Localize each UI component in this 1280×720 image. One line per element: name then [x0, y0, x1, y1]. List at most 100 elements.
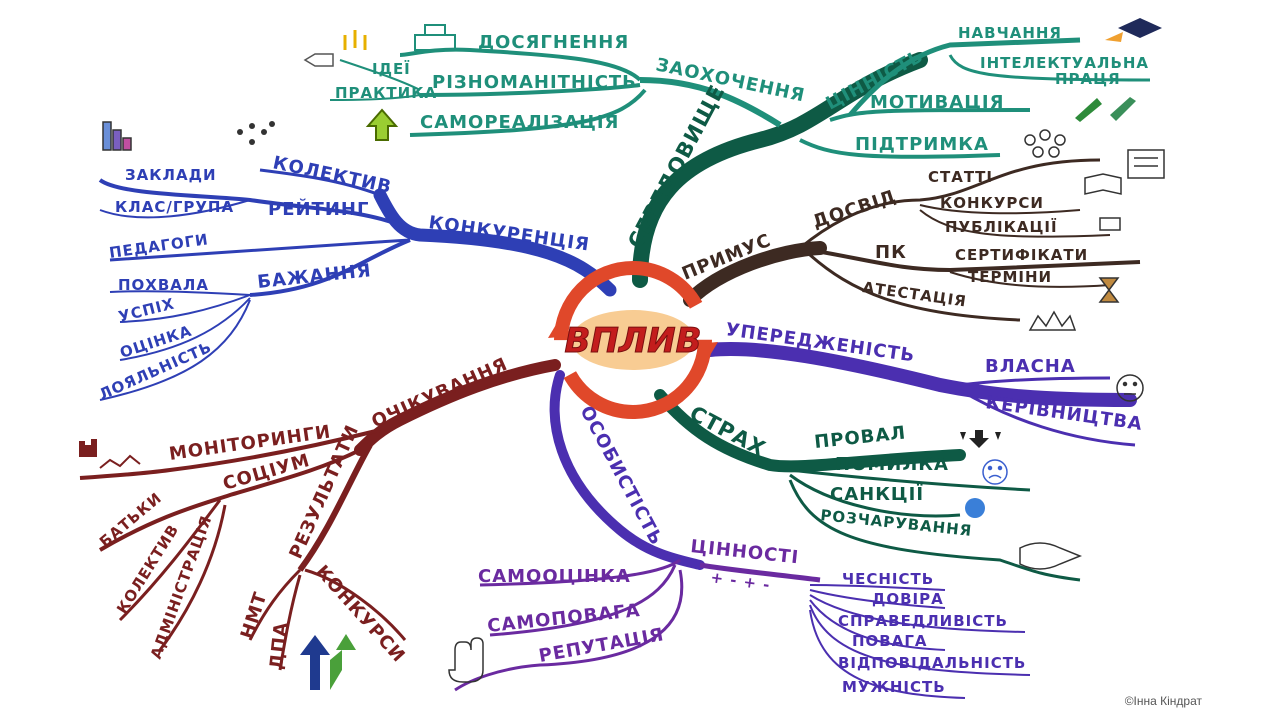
- label-zaklady: ЗАКЛАДИ: [125, 166, 217, 184]
- branch-tsinnosti-line: [699, 562, 821, 583]
- lightbulb-icon: [343, 30, 367, 50]
- label-povaha: ПОВАГА: [852, 632, 928, 650]
- label-pidtrymka: ПІДТРИМКА: [855, 134, 989, 155]
- branch-values-1: [809, 584, 946, 591]
- label-riznomanitnist: РІЗНОМАНІТНІСТЬ: [432, 72, 637, 93]
- branch-praktyka-line: [329, 94, 421, 101]
- branch-values-5: [809, 604, 1031, 676]
- label-publikatsii: ПУБЛІКАЦІЇ: [945, 217, 1058, 236]
- label-motyvatsiia: МОТИВАЦІЯ: [870, 92, 1004, 113]
- branch-values-4: [809, 599, 946, 651]
- label-proval: ПРОВАЛ: [813, 422, 907, 453]
- branch-bazhannia-line: [249, 238, 411, 297]
- branch-motyvatsiia-line: [829, 108, 1031, 122]
- branch-values-2: [809, 589, 946, 609]
- branch-tsinnist-prats-line: [948, 54, 1151, 82]
- label-vidpovidalnist: ВІДПОВІДАЛЬНІСТЬ: [838, 654, 1026, 672]
- branch-dosyahnennia-line: [399, 47, 642, 82]
- branch-pk-line: [809, 248, 1141, 273]
- carrot-icon: [1075, 97, 1136, 122]
- branch-kolektyv-line: [259, 168, 381, 197]
- graduation-cap-icon: [1105, 18, 1162, 42]
- book-icon: [1084, 173, 1122, 195]
- label-seredovyshche: СЕРЕДОВИЩЕ: [623, 81, 730, 253]
- label-bazhannia: БАЖАННЯ: [256, 260, 372, 293]
- label-sertyfikaty: СЕРТИФІКАТИ: [955, 246, 1088, 264]
- label-pomylka: ПОМИЛКА: [835, 454, 949, 475]
- branch-otsinka-line: [119, 297, 251, 361]
- branch-sotsium-line: [98, 448, 361, 552]
- label-dosyahnennia: ДОСЯГНЕННЯ: [478, 32, 629, 53]
- label-vlasna: ВЛАСНА: [985, 356, 1076, 377]
- label-samootsinka: САМООЦІНКА: [478, 566, 631, 587]
- branch-ochikuvannia: [354, 359, 561, 456]
- copyright-text: ©Інна Кіндрат: [1124, 694, 1202, 708]
- label-statti: СТАТТІ: [928, 168, 993, 186]
- label-klas-hrupa: КЛАС/ГРУПА: [115, 198, 234, 216]
- crown-icon: [1028, 310, 1077, 331]
- copyright-circle-icon: [965, 498, 985, 518]
- label-uspikh: УСПІХ: [117, 295, 177, 326]
- down-arrows-icon: [960, 430, 1001, 448]
- hand-gesture-icon: [448, 637, 484, 683]
- branch-konkursy2-line: [304, 568, 407, 641]
- up-arrow-icon: [365, 108, 399, 141]
- branch-rozcharuvannia-line: [788, 479, 1081, 582]
- branch-loialnist-line: [99, 299, 251, 401]
- branch-seredovyshche: [632, 52, 928, 288]
- branch-vlasna-line: [959, 376, 1111, 387]
- label-pratsia: ПРАЦЯ: [1055, 70, 1121, 88]
- branch-samootsinka-line: [479, 558, 681, 587]
- branch-tsinnist-line: [848, 37, 1081, 117]
- branch-monitorynhy-line: [79, 428, 381, 480]
- branch-riznomanitnist-line: [419, 83, 641, 97]
- branch-zaokhochennia-line: [639, 77, 782, 128]
- pie-chart-icon: [79, 439, 141, 469]
- document-icon: [1127, 149, 1165, 179]
- group-icon: [1024, 129, 1066, 158]
- branch-dpa-line: [278, 574, 302, 671]
- branch-publikatsii-line: [919, 209, 1111, 238]
- center-node: ВПЛИВ: [548, 261, 718, 419]
- branch-terminy-line: [949, 271, 1111, 288]
- hourglass-icon: [1098, 277, 1120, 303]
- branch-sanktsii-line: [789, 473, 961, 518]
- branch-pokhvala-line: [109, 290, 251, 296]
- label-dpa: ДПА: [266, 621, 292, 671]
- label-nmt: НМТ: [237, 589, 272, 641]
- branch-values-3: [809, 594, 1026, 633]
- branch-konkurentsiia: [373, 188, 617, 297]
- thumbs-up-icon: [303, 53, 334, 67]
- forward-arrows-icon: [300, 634, 356, 690]
- branch-pedahohy-line: [109, 238, 411, 262]
- branch-prymus: [683, 241, 827, 307]
- branch-samopovaha-line: [489, 564, 677, 637]
- label-kolektyv-k: КОЛЕКТИВ: [271, 152, 394, 198]
- label-navchannia: НАВЧАННЯ: [958, 24, 1062, 42]
- branch-uspikh-line: [119, 294, 251, 323]
- trophy-icon: [414, 24, 456, 51]
- label-dosvid: ДОСВІД: [810, 186, 899, 233]
- label-ochikuvannia: ОЧІКУВАННЯ: [368, 354, 511, 433]
- branch-nmt-line: [248, 568, 302, 641]
- branch-osobystist: [549, 370, 705, 570]
- branch-samorealizatsiia-line: [409, 88, 647, 137]
- branch-kolektyv-s-line: [118, 499, 222, 622]
- branch-kerivnytstva-line: [959, 388, 1136, 447]
- label-reputatsiia: РЕПУТАЦІЯ: [537, 624, 666, 667]
- branch-admin-line: [158, 504, 227, 651]
- label-samorealizatsiia: САМОРЕАЛІЗАЦІЯ: [420, 112, 619, 133]
- label-terminy: ТЕРМІНИ: [968, 268, 1052, 286]
- laptop-icon: [1099, 217, 1121, 231]
- hand-icon: [1019, 542, 1083, 570]
- branch-klas-line: [99, 199, 251, 219]
- label-sanktsii: САНКЦІЇ: [830, 483, 924, 505]
- branch-konkursy-line: [919, 204, 1081, 215]
- branch-pidtrymka-line: [799, 138, 1001, 159]
- branch-rezultaty-line: [297, 443, 373, 572]
- label-dovira: ДОВІРА: [872, 590, 944, 608]
- branch-uperedzhenist: [703, 342, 1137, 407]
- label-konkursy-p: КОНКУРСИ: [940, 194, 1044, 212]
- branch-pomylka-line: [789, 468, 1031, 492]
- branch-atestatsiia-line: [809, 253, 1021, 322]
